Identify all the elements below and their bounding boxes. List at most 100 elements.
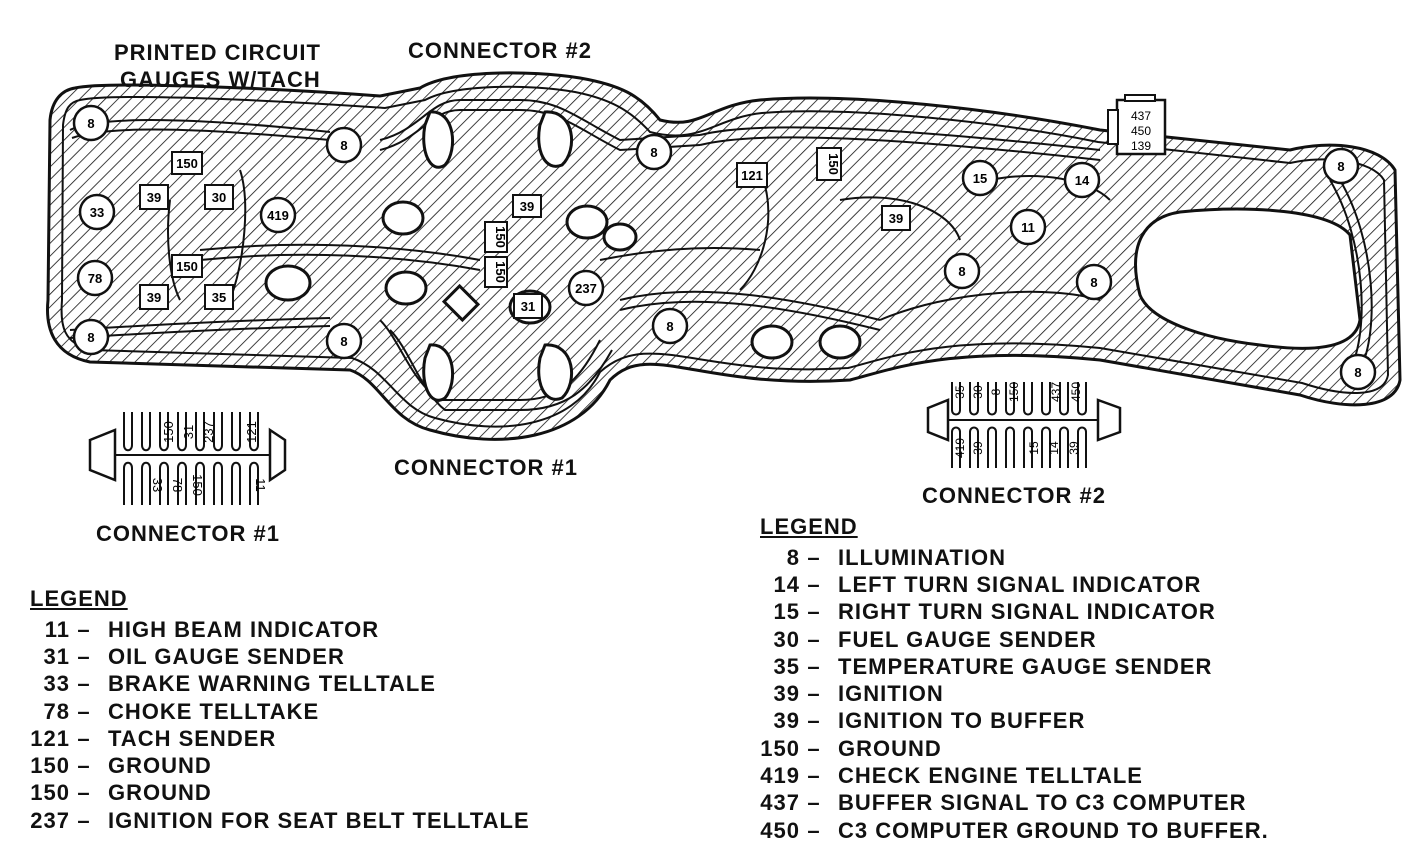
terminal-15: 15	[961, 159, 999, 197]
c1-pin-bottom: 33	[150, 478, 165, 492]
legend-item: 30–FUEL GAUGE SENDER	[760, 626, 1269, 653]
svg-text:8: 8	[958, 264, 965, 279]
svg-text:8: 8	[340, 334, 347, 349]
legend-item: 14–LEFT TURN SIGNAL INDICATOR	[760, 571, 1269, 598]
terminal-8: 8	[1339, 353, 1377, 391]
connector-2-top-label: CONNECTOR #2	[408, 38, 592, 63]
svg-text:11: 11	[1021, 220, 1035, 235]
legend-dash: –	[77, 616, 91, 642]
buffer-connector: 437 450 139	[1107, 94, 1167, 156]
terminal-121: 121	[736, 162, 768, 188]
svg-text:8: 8	[650, 145, 657, 160]
legend-dash: –	[807, 790, 821, 816]
legend-item: 150–GROUND	[760, 735, 1269, 762]
legend-dash: –	[77, 807, 91, 833]
legend-item: 39–IGNITION TO BUFFER	[760, 708, 1269, 735]
svg-text:150: 150	[493, 261, 508, 283]
terminal-8: 8	[325, 322, 363, 360]
terminal-419: 419	[259, 196, 297, 234]
c2-pin-bottom: 15	[1027, 441, 1041, 455]
svg-text:39: 39	[520, 199, 534, 214]
svg-text:78: 78	[88, 271, 102, 286]
c1-pin-top: 121	[244, 421, 259, 443]
c1-pin-bottom: 150	[190, 474, 205, 496]
trace-lines	[69, 99, 1373, 411]
terminal-8: 8	[943, 252, 981, 290]
legend-code: 30	[773, 626, 800, 652]
legend-item: 8–ILLUMINATION	[760, 544, 1269, 571]
terminal-8: 8	[651, 307, 689, 345]
legend-code: 419	[760, 763, 800, 789]
legend-text: IGNITION TO BUFFER	[838, 708, 1086, 734]
legend-dash: –	[77, 698, 91, 724]
legend-text: C3 COMPUTER GROUND TO BUFFER.	[838, 817, 1269, 843]
legend-code: 35	[773, 653, 800, 679]
terminal-33: 33	[78, 193, 116, 231]
legend-item: 150–GROUND	[30, 780, 530, 807]
svg-text:35: 35	[212, 290, 226, 305]
terminal-39: 39	[881, 205, 911, 231]
title-line-2: GAUGES W/TACH	[120, 67, 321, 92]
c2-pin-bottom: 419	[953, 438, 967, 458]
c2-pin-top: 35	[953, 385, 967, 399]
legend-text: TEMPERATURE GAUGE SENDER	[838, 653, 1213, 679]
terminal-150: 150	[484, 221, 508, 253]
terminal-8: 8	[635, 133, 673, 171]
legend-text: FUEL GAUGE SENDER	[838, 626, 1097, 652]
c2-pin-top: 150	[1007, 382, 1021, 402]
legend-item: 121–TACH SENDER	[30, 725, 530, 752]
svg-text:15: 15	[973, 171, 987, 186]
terminal-30: 30	[204, 184, 234, 210]
legend-text: GROUND	[838, 735, 942, 761]
legend-text: RIGHT TURN SIGNAL INDICATOR	[838, 599, 1216, 625]
pads	[264, 110, 862, 402]
svg-text:8: 8	[1337, 159, 1344, 174]
legend-title: LEGEND	[30, 586, 128, 611]
legend-code: 450	[760, 817, 800, 843]
legend-dash: –	[77, 671, 91, 697]
c2-pin-top: 8	[989, 388, 1003, 395]
legend-text: TACH SENDER	[108, 725, 277, 751]
terminal-8: 8	[1322, 147, 1360, 185]
legend-code: 8	[786, 544, 800, 570]
c2-pin-top: 450	[1069, 382, 1083, 402]
terminal-39: 39	[512, 194, 542, 218]
c2-pin-top: 30	[971, 385, 985, 399]
svg-text:150: 150	[176, 259, 198, 274]
c2-pin-bottom: 39	[971, 441, 985, 455]
connector-1-detail: 150 31 237 121 33 78 150 11	[88, 412, 287, 505]
svg-text:150: 150	[493, 226, 508, 248]
svg-text:419: 419	[267, 208, 289, 223]
legend-item: 419–CHECK ENGINE TELLTALE	[760, 762, 1269, 789]
c2-pin-bottom: 14	[1047, 441, 1061, 455]
terminal-circles: 8 8 8 8 8 8 8 8 8 8 33 78 419 237 15 14 …	[72, 104, 1377, 391]
terminal-150: 150	[816, 147, 842, 181]
terminal-139: 139	[1131, 139, 1151, 153]
legend-item: 150–GROUND	[30, 752, 530, 779]
terminal-150: 150	[171, 151, 203, 175]
legend-text: OIL GAUGE SENDER	[108, 643, 345, 669]
legend-dash: –	[807, 763, 821, 789]
legend-dash: –	[807, 626, 821, 652]
terminal-35: 35	[204, 284, 234, 310]
connector-1-bottom-label: CONNECTOR #1	[394, 455, 578, 480]
legend-text: IGNITION	[838, 681, 944, 707]
svg-text:8: 8	[87, 330, 94, 345]
terminal-437: 437	[1131, 109, 1151, 123]
terminal-237: 237	[567, 269, 605, 307]
legend-text: LEFT TURN SIGNAL INDICATOR	[838, 571, 1202, 597]
legend-item: 237–IGNITION FOR SEAT BELT TELLTALE	[30, 807, 530, 834]
c1-pin-bottom: 11	[253, 478, 268, 492]
terminal-8: 8	[72, 104, 110, 142]
legend-code: 31	[43, 643, 70, 669]
terminal-39: 39	[139, 184, 169, 210]
legend-dash: –	[807, 735, 821, 761]
legend-item: 15–RIGHT TURN SIGNAL INDICATOR	[760, 599, 1269, 626]
terminal-150: 150	[171, 254, 203, 278]
legend-code: 437	[760, 790, 800, 816]
c1-pin-top: 150	[161, 421, 176, 443]
legend-text: IGNITION FOR SEAT BELT TELLTALE	[108, 807, 530, 833]
